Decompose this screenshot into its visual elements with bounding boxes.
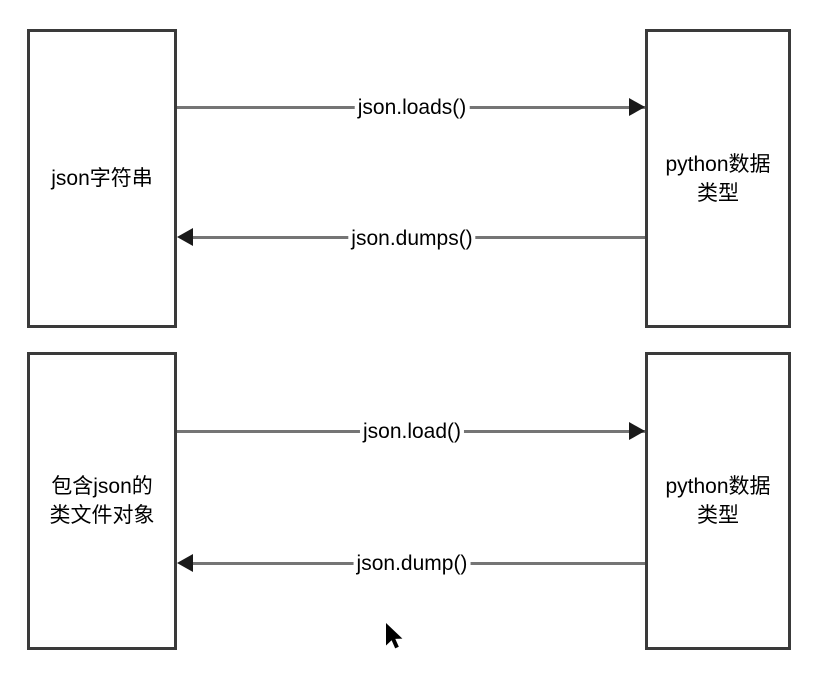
node-python-data-type-top-label: python数据 类型 [665, 152, 771, 205]
edge-loads-arrowhead-icon [629, 98, 645, 116]
node-json-string-label: json字符串 [51, 167, 153, 190]
edge-dumps-label: json.dumps() [348, 227, 476, 251]
arrow-pointer-icon [384, 621, 404, 650]
node-json-file-object-label: 包含json的 类文件对象 [49, 475, 155, 527]
node-python-data-type-bottom[interactable]: python数据 类型 [645, 352, 791, 650]
edge-loads-label: json.loads() [354, 96, 470, 120]
edge-load-label: json.load() [359, 420, 465, 444]
node-python-data-type-top[interactable]: python数据 类型 [645, 29, 791, 328]
edge-dump-arrowhead-icon [177, 554, 193, 572]
edge-dump-label: json.dump() [353, 552, 471, 576]
node-python-data-type-bottom-label: python数据 类型 [665, 475, 771, 527]
node-json-string[interactable]: json字符串 [27, 29, 177, 328]
edge-load-arrowhead-icon [629, 422, 645, 440]
edge-dumps-arrowhead-icon [177, 228, 193, 246]
node-json-file-object[interactable]: 包含json的 类文件对象 [27, 352, 177, 650]
